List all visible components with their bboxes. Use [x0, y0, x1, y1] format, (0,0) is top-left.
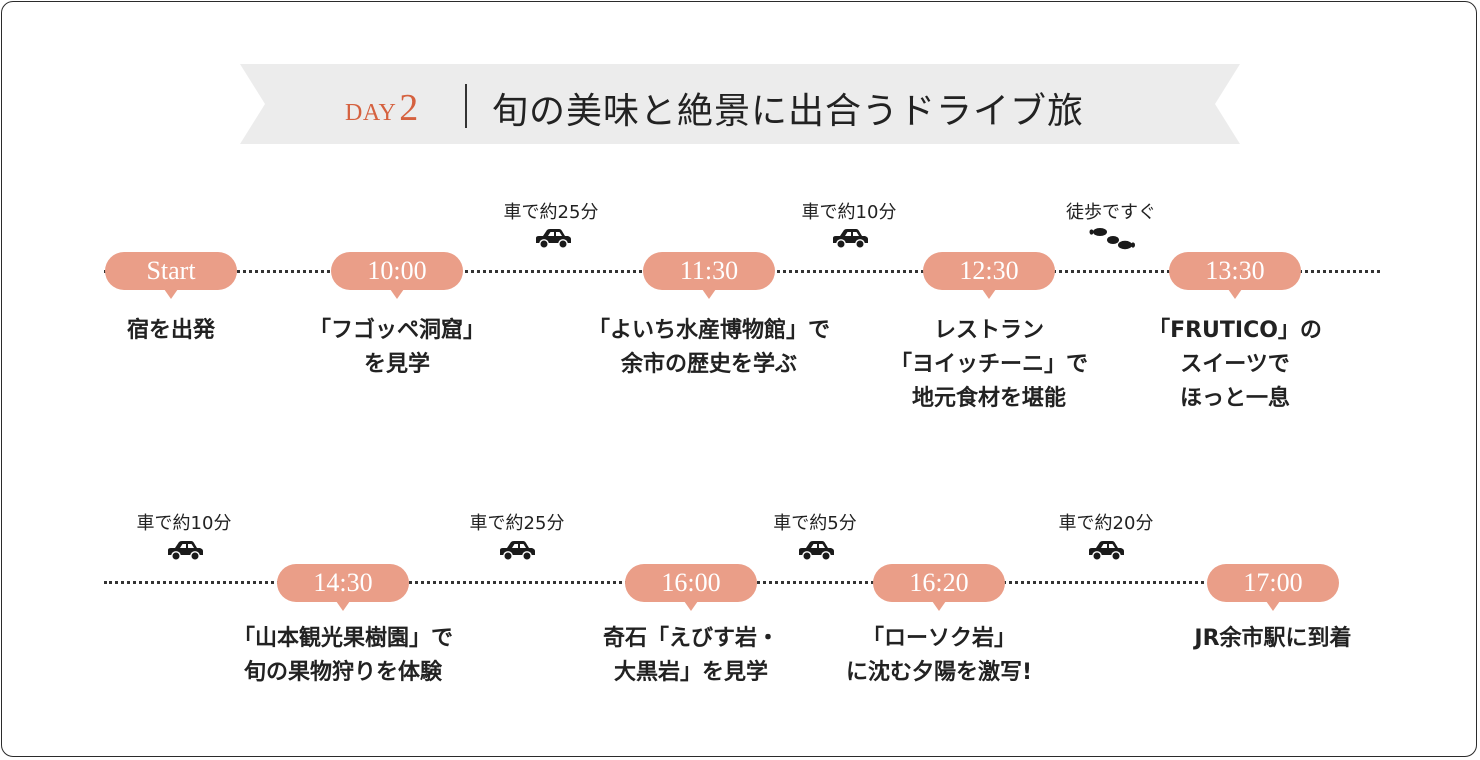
car-icon — [1089, 541, 1124, 561]
transit-label: 徒歩ですぐ — [1066, 202, 1156, 223]
desc-line: JR余市駅に到着 — [1194, 626, 1352, 651]
header-divider — [465, 84, 467, 128]
desc-line: ほっと一息 — [1179, 386, 1290, 411]
time-pill: 17:00 — [1207, 564, 1339, 611]
stop-description: 「フゴッペ洞窟」 を見学 — [257, 314, 537, 382]
page-title: 旬の美味と絶景に出合うドライブ旅 — [492, 91, 1085, 132]
time-label: 16:00 — [661, 568, 721, 597]
transit-label: 車で約10分 — [801, 202, 897, 223]
time-label: 11:30 — [679, 256, 739, 285]
time-pill: 12:30 — [923, 252, 1055, 299]
time-pill: 16:20 — [873, 564, 1005, 611]
car-icon — [799, 541, 834, 561]
desc-line: 奇石「えびす岩・ — [602, 626, 779, 651]
footprints-icon — [1089, 228, 1135, 250]
desc-line: を見学 — [363, 352, 430, 377]
transit-label: 車で約20分 — [1058, 513, 1154, 534]
car-icon — [168, 541, 203, 561]
time-pill: 16:00 — [625, 564, 757, 611]
time-label: 10:00 — [367, 256, 427, 285]
stop-description: レストラン 「ヨイッチーニ」で 地元食材を堪能 — [849, 314, 1129, 416]
desc-line: 「山本観光果樹園」で — [232, 626, 453, 651]
day-label-text: DAY — [345, 100, 397, 126]
time-label: 14:30 — [313, 568, 373, 597]
car-icon — [536, 229, 571, 249]
transit-label: 車で約10分 — [136, 513, 232, 534]
time-pill: 13:30 — [1169, 252, 1301, 299]
desc-line: 宿を出発 — [126, 318, 215, 343]
header-banner — [240, 64, 1240, 144]
stop-description: 「よいち水産博物館」で 余市の歴史を学ぶ — [569, 314, 849, 382]
day-number: 2 — [399, 87, 419, 129]
time-label: Start — [146, 256, 196, 285]
stop-description: 奇石「えびす岩・ 大黒岩」を見学 — [551, 622, 831, 690]
time-pill: 11:30 — [643, 252, 775, 299]
stop-description: JR余市駅に到着 — [1133, 622, 1413, 656]
time-pill: Start — [105, 252, 237, 299]
time-label: 16:20 — [909, 568, 969, 597]
stop-description: 宿を出発 — [31, 314, 311, 348]
car-icon — [833, 229, 868, 249]
day-label: DAY 2 — [345, 86, 418, 129]
desc-line: 旬の果物狩りを体験 — [243, 660, 442, 685]
stop-description: 「ローソク岩」 に沈む夕陽を激写! — [799, 622, 1079, 690]
transit-label: 車で約5分 — [773, 513, 857, 534]
desc-line: 地元食材を堪能 — [911, 386, 1066, 411]
desc-line: 「ローソク岩」 — [861, 626, 1016, 651]
time-pill: 10:00 — [331, 252, 463, 299]
stop-description: 「山本観光果樹園」で 旬の果物狩りを体験 — [203, 622, 483, 690]
transit-label: 車で約25分 — [469, 513, 565, 534]
transit-label: 車で約25分 — [503, 202, 599, 223]
car-icon — [500, 541, 535, 561]
desc-line: に沈む夕陽を激写! — [845, 660, 1033, 685]
stop-description: 「FRUTICO」の スイーツで ほっと一息 — [1095, 314, 1375, 416]
time-label: 13:30 — [1205, 256, 1265, 285]
desc-line: 「よいち水産博物館」で — [587, 318, 830, 343]
desc-line: 「ヨイッチーニ」で — [889, 352, 1088, 377]
desc-line: レストラン — [933, 318, 1044, 343]
time-label: 12:30 — [959, 256, 1019, 285]
desc-line: スイーツで — [1180, 352, 1290, 377]
desc-line: 余市の歴史を学ぶ — [620, 352, 797, 377]
time-pill: 14:30 — [277, 564, 409, 611]
desc-line: 「FRUTICO」の — [1148, 318, 1322, 343]
desc-line: 「フゴッペ洞窟」 — [308, 318, 485, 343]
time-label: 17:00 — [1243, 568, 1303, 597]
desc-line: 大黒岩」を見学 — [613, 660, 768, 685]
